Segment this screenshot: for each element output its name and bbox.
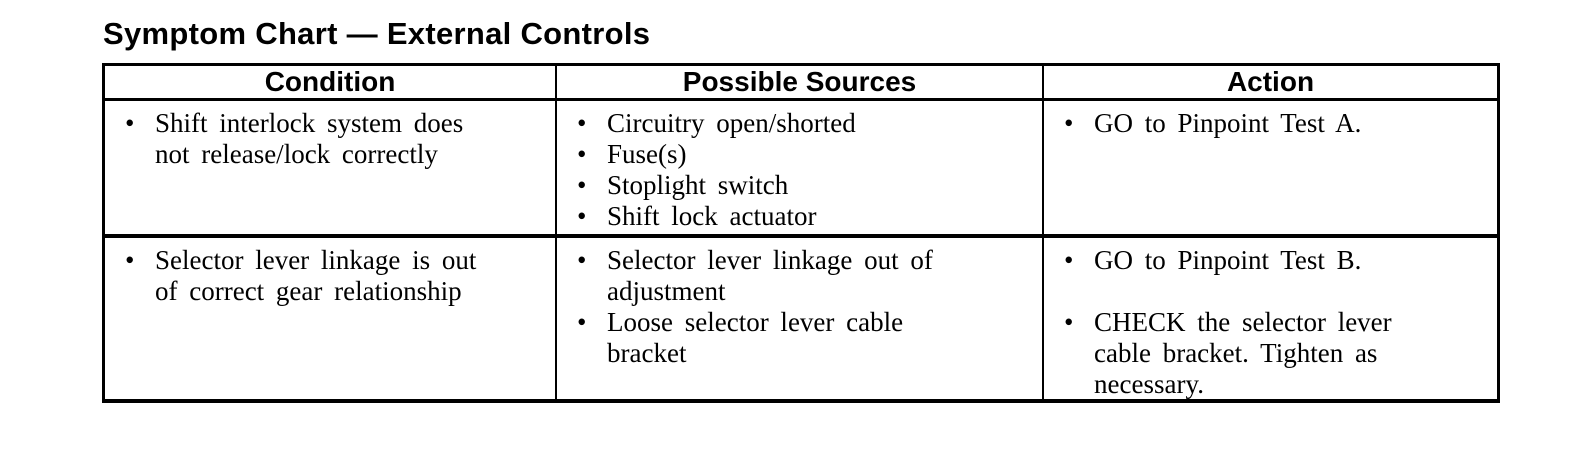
bullet-item: • Selector lever linkage out of adjustmen… xyxy=(577,245,1030,307)
condition-bullet-list: • Selector lever linkage is out of correc… xyxy=(125,245,543,307)
column-header-possible-sources: Possible Sources xyxy=(557,66,1044,101)
bullet-item: • GO to Pinpoint Test B. xyxy=(1064,245,1485,276)
bullet-item: • Stoplight switch xyxy=(577,170,1030,201)
bullet-icon: • xyxy=(577,108,587,138)
bullet-icon: • xyxy=(577,201,587,231)
action-bullet-list: • GO to Pinpoint Test A. xyxy=(1064,108,1485,139)
bullet-icon: • xyxy=(1064,108,1074,138)
bullet-icon: • xyxy=(125,245,135,275)
bullet-item: • Selector lever linkage is out of correc… xyxy=(125,245,543,307)
cell-row2-possible-sources: • Selector lever linkage out of adjustmen… xyxy=(557,238,1044,399)
cell-row1-condition: • Shift interlock system does not release… xyxy=(105,101,557,238)
bullet-item: • GO to Pinpoint Test A. xyxy=(1064,108,1485,139)
possible-sources-bullet-list: • Selector lever linkage out of adjustmen… xyxy=(577,245,1030,369)
cell-row1-possible-sources: • Circuitry open/shorted • Fuse(s) • Stopligh… xyxy=(557,101,1044,238)
page-title: Symptom Chart — External Controls xyxy=(103,16,651,51)
bullet-text: CHECK the selector lever cable bracket. … xyxy=(1094,307,1392,399)
bullet-text: Loose selector lever cable bracket xyxy=(607,307,904,368)
column-header-action: Action xyxy=(1044,66,1497,101)
possible-sources-bullet-list: • Circuitry open/shorted • Fuse(s) • Stopligh… xyxy=(577,108,1030,232)
bullet-icon: • xyxy=(1064,245,1074,275)
cell-row2-condition: • Selector lever linkage is out of correc… xyxy=(105,238,557,399)
bullet-icon: • xyxy=(577,245,587,275)
bullet-item: • CHECK the selector lever cable bracket.… xyxy=(1064,307,1485,399)
bullet-item: • Shift lock actuator xyxy=(577,201,1030,232)
cell-row2-action: • GO to Pinpoint Test B. • CHECK the select… xyxy=(1044,238,1497,399)
bullet-text: GO to Pinpoint Test B. xyxy=(1094,245,1362,275)
bullet-text: Selector lever linkage is out of correct… xyxy=(155,245,477,306)
bullet-text: Fuse(s) xyxy=(607,139,687,169)
bullet-icon: • xyxy=(1064,307,1074,337)
bullet-text: Shift lock actuator xyxy=(607,201,817,231)
bullet-item: • Fuse(s) xyxy=(577,139,1030,170)
bullet-item: • Shift interlock system does not release… xyxy=(125,108,543,170)
bullet-item: • Circuitry open/shorted xyxy=(577,108,1030,139)
bullet-text: Circuitry open/shorted xyxy=(607,108,856,138)
bullet-icon: • xyxy=(577,307,587,337)
bullet-text: Shift interlock system does not release/… xyxy=(155,108,464,169)
bullet-icon: • xyxy=(577,139,587,169)
condition-bullet-list: • Shift interlock system does not release… xyxy=(125,108,543,170)
action-bullet-list: • GO to Pinpoint Test B. • CHECK the select… xyxy=(1064,245,1485,399)
bullet-text: Selector lever linkage out of adjustment xyxy=(607,245,933,306)
bullet-text: Stoplight switch xyxy=(607,170,789,200)
column-header-condition: Condition xyxy=(105,66,557,101)
bullet-icon: • xyxy=(125,108,135,138)
symptom-chart-table: Condition Possible Sources Action • Shift… xyxy=(102,63,1500,403)
bullet-text: GO to Pinpoint Test A. xyxy=(1094,108,1362,138)
bullet-item: • Loose selector lever cable bracket xyxy=(577,307,1030,369)
cell-row1-action: • GO to Pinpoint Test A. xyxy=(1044,101,1497,238)
bullet-icon: • xyxy=(577,170,587,200)
